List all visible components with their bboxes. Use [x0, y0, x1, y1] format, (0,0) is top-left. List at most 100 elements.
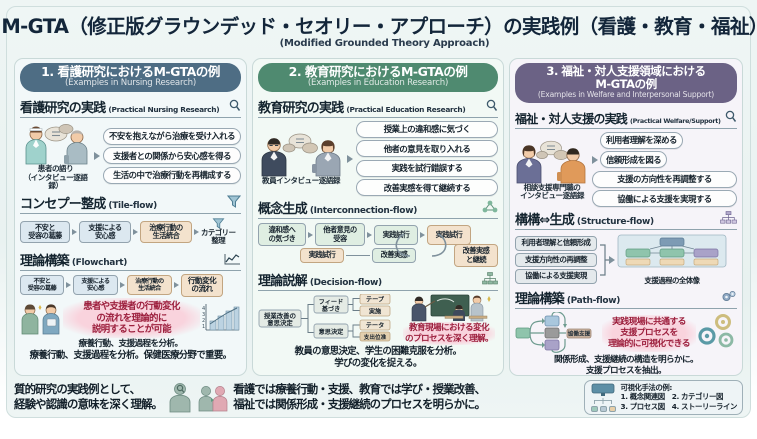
welfare-bubbles: 利用者理解を深める 信頼形成を図る 支援の方向性を再調整する 協働による支援を実… [592, 131, 737, 208]
speech-bubble: 支援者との関係から安心感を得る [103, 147, 241, 165]
welfare-note-2: 支援プロセスを抽出。 [586, 365, 667, 376]
column-education-subtitle: (Examples in Education Research) [307, 78, 449, 88]
nursing-bubbles: 不安を抱えながら治療を受け入れる 支援者との関係から安心感を得る 生活の中で治療… [103, 127, 241, 184]
flow-arrow-icon [194, 228, 199, 235]
flow-arrow-icon [592, 155, 598, 164]
presentation-screen-icon [592, 383, 615, 396]
interconnection-row-bottom: 実践試行 改善実感 [300, 248, 416, 263]
section-title-en: (Interconnection-flow) [309, 206, 418, 217]
welfare-practice-heading: 福祉・対人支援の実践 (Practical Welfare/Support) [515, 108, 737, 129]
person-with-magnifier-icon [169, 383, 191, 413]
mini-tree-icon [590, 397, 616, 412]
flow-chip: 協働による支援実現 [515, 269, 597, 284]
column-nursing: 1. 看護研究におけるM-GTAの例 (Examples in Nursing … [14, 58, 247, 376]
nurse-and-patient-icon [25, 123, 87, 165]
gears-icon [721, 288, 737, 307]
welfare-note-1: 関係形成、支援継続の構造を明らかに。 [554, 355, 698, 366]
nursing-tileflow-chips: 不安と受容の葛藤 支援による安心感 治療行動の生活統合 カテゴリー整理 [20, 218, 241, 246]
svg-text:支出位准: 支出位准 [363, 333, 387, 341]
org-tree-icon [482, 270, 498, 289]
welfare-pathflow-block: 協働支援 実践現場に共通する支援プロセスを理論的に可視化できる [515, 312, 737, 354]
section-title-en: (Path-flow) [566, 296, 621, 307]
speech-bubble: 不安を抱えながら治療を受け入れる [103, 127, 241, 145]
decision-tree-diagram: 授業改善の 意思決定 フィード 基づき 意思決定 テープ 実施 [258, 294, 391, 342]
flow-chip: 利用者理解と信頼形成 [515, 236, 597, 251]
flow-arrow-icon [174, 282, 179, 289]
education-bubbles: 授業上の違和感に気づく 他者の意見を取り入れる 実践を試行錯誤する 改善実感を得… [356, 120, 498, 197]
flow-arrow-icon [94, 151, 100, 160]
magnifier-icon [725, 108, 737, 127]
caption-line-1: 相談支援専門職の [523, 182, 581, 192]
nursing-theory-heading: 理論構築 (Flowchart) [20, 250, 241, 271]
speech-bubble: 信頼形成を図る [600, 151, 668, 169]
flow-arrow-icon [120, 282, 125, 289]
speech-bubble: 授業上の違和感に気づく [356, 120, 498, 138]
section-title-jp: 看護研究の実践 [20, 100, 106, 116]
welfare-interview-block: 相談支援専門職の インタビュー逐語録 利用者理解を深める 信頼形成を図る 支援の… [515, 131, 737, 208]
diagram-caption: 支援過程の全体像 [644, 276, 700, 286]
svg-text:1: 1 [202, 324, 205, 330]
magnifier-icon [486, 97, 498, 116]
section-title-en: (Structure-flow) [576, 217, 654, 228]
svg-text:フィード: フィード [319, 299, 344, 306]
flow-arrow-icon [133, 228, 138, 235]
svg-text:実施: 実施 [369, 308, 382, 316]
column-nursing-title: 1. 看護研究におけるM-GTAの例 [41, 64, 220, 79]
nursing-note-1: 療養行動、支援過程を分析。 [78, 339, 184, 350]
methods-line-1: 可視化手法の例: [620, 382, 672, 392]
summary-left-text: 質的研究の実践例として、経験や認識の意味を深く理解。 [14, 381, 163, 411]
teacher-interview-icon [261, 133, 341, 177]
page-title: M-GTA（修正版グラウンデッド・セオリー・アプローチ）の実践例（看護・教育・福… [1, 14, 757, 38]
column-welfare-subtitle: (Examples in Welfare and Interpersonal S… [537, 89, 715, 99]
flow-arrow-icon [367, 231, 372, 238]
section-title-jp: 理論構築 [20, 253, 70, 269]
methods-line-3: 3. プロセス図 4. ストーリーライン [620, 401, 737, 411]
nursing-person-caption: 患者の語り （インタビュー逐語録） [20, 163, 91, 191]
magnifier-icon [229, 97, 241, 116]
section-title-en: (Tile-flow) [108, 201, 157, 212]
column-welfare-header: 3. 福祉・対人支援領域における M-GTAの例 (Examples in We… [515, 63, 737, 103]
svg-text:4: 4 [202, 306, 205, 312]
flow-arrow-icon [72, 228, 77, 235]
flow-chip: 支援方向性の再調整 [515, 252, 597, 268]
merge-arrow-icon [600, 244, 615, 276]
welfare-highlight: 実践現場に共通する支援プロセスを理論的に可視化できる [602, 315, 696, 352]
support-worker-and-user-icon [516, 140, 586, 184]
svg-text:テータ: テータ [366, 322, 385, 330]
summary-bar: 質的研究の実践例として、経験や認識の意味を深く理解。 看護では療養行動・支援、教… [14, 378, 743, 416]
line-chart-icon [224, 250, 241, 269]
svg-text:3: 3 [202, 312, 205, 318]
network-nodes-icon [482, 198, 498, 217]
section-title-en: (Practical Education Research) [346, 104, 466, 114]
caption-line-1: 患者の語り [37, 163, 74, 173]
education-interconnection-diagram: 違和感への気づき 他者意見の受容 実践試行 実践試行 実践試行 改善実感 改善実… [258, 223, 498, 267]
columns-container: 1. 看護研究におけるM-GTAの例 (Examples in Nursing … [14, 58, 743, 376]
gears-icon [698, 314, 734, 348]
section-title-en: (Flowchart) [71, 257, 128, 268]
section-title-jp: 理論説解 [258, 274, 308, 290]
hierarchy-icon [720, 209, 737, 228]
flow-chip: 改善実感 [372, 248, 416, 263]
caption-line-2: （インタビュー逐語録） [23, 172, 88, 191]
bar-chart-icon: 4 3 2 1 [202, 304, 240, 331]
classroom-lecture-icon [411, 294, 491, 322]
education-note-2: 学びの変化を捉える。 [334, 357, 422, 369]
column-education-header: 2. 教育研究におけるM-GTAの例 (Examples in Educatio… [258, 63, 498, 92]
education-theory-heading: 理論説解 (Decision-flow) [258, 270, 498, 292]
flow-chip: 不安と受容の葛藤 [20, 275, 64, 296]
education-highlight: 教育現場における変化のプロセスを深く理解。 [403, 322, 495, 346]
flow-chip: 違和感への気づき [258, 223, 306, 246]
education-practice-heading: 教育研究の実践 (Practical Education Research) [258, 97, 498, 118]
section-title-jp: コンセプー整成 [20, 197, 106, 213]
poster-title-row: M-GTA（修正版グラウンデッド・セオリー・アプローチ）の実践例（看護・教育・福… [1, 10, 757, 56]
welfare-person-caption: 相談支援専門職の インタビュー逐語録 [520, 182, 584, 201]
flow-arrow-icon [347, 154, 353, 163]
two-people-discussing-icon [21, 304, 60, 335]
flow-chip: 治療行動の生活統合 [127, 275, 172, 296]
section-title-jp: 概念生成 [258, 202, 308, 218]
nursing-flowchart-chips: 不安と受容の葛藤 支援による安心感 治療行動の生活統合 行動変化の流れ [20, 273, 241, 298]
education-interview-block: 教員インタビュー逐語録 授業上の違和感に気づく 他者の意見を取り入れる 実践を試… [258, 120, 498, 197]
column-nursing-subtitle: (Examples in Nursing Research) [64, 78, 197, 88]
nursing-interview-block: 患者の語り （インタビュー逐語録） 不安を抱えながら治療を受け入れる 支援者との… [20, 121, 241, 191]
